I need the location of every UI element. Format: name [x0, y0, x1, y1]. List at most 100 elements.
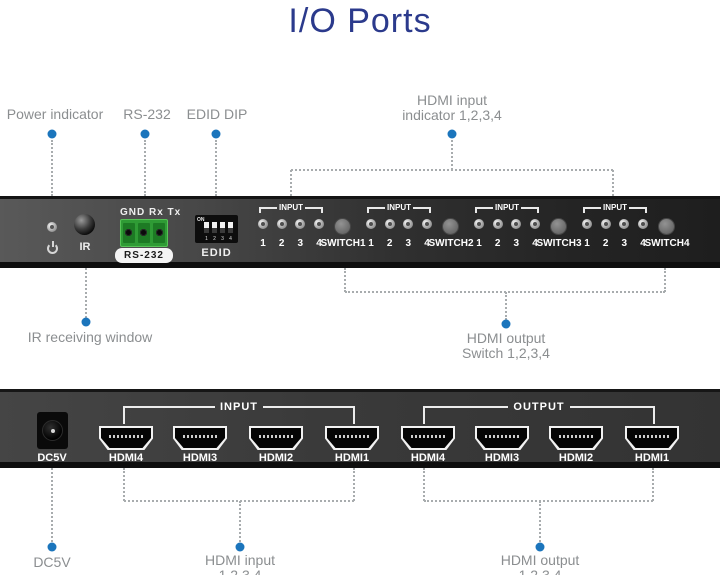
input-led-3 — [403, 219, 414, 229]
dip-number: 2 — [213, 236, 216, 242]
input-led-3 — [295, 219, 306, 229]
input-led-4 — [313, 219, 324, 229]
input-led-1 — [582, 219, 592, 229]
hdmi-output-port-2 — [549, 426, 603, 450]
power-indicator-led — [47, 222, 57, 232]
callout-line-edid — [215, 140, 217, 196]
rs232-badge: RS-232 — [115, 248, 173, 263]
input-led-1 — [474, 219, 484, 229]
switch2-button — [442, 218, 459, 235]
callout-line-hdmi-in-stem — [239, 501, 241, 542]
input-bracket-label: INPUT — [387, 203, 411, 212]
callout-line-dc5v — [51, 468, 53, 542]
callout-line-hdmi-out-left — [423, 468, 425, 501]
input-bracket-label: INPUT — [495, 203, 519, 212]
edid-dip-switch: ON 1 2 3 4 — [195, 215, 238, 243]
hdmi-input-port-4-label: HDMI4 — [108, 452, 144, 464]
hdmi-input-port-4 — [99, 426, 153, 450]
input-bracket: INPUT — [475, 203, 539, 213]
terminal-slot-rx — [137, 223, 150, 243]
switch4-button — [658, 218, 675, 235]
rear-output-label: OUTPUT — [513, 401, 565, 413]
dip-number: 4 — [229, 236, 232, 242]
input-switch-group-1: INPUT 1 2 3 4 SWITCH1 — [250, 199, 366, 268]
input-led-2 — [600, 219, 611, 229]
rear-output-bracket: OUTPUT — [423, 402, 656, 424]
callout-dot-hdmi-out — [535, 542, 545, 552]
edid-label: EDID — [201, 247, 232, 259]
input-bracket: INPUT — [583, 203, 647, 213]
input-led-row — [582, 219, 648, 229]
callout-line-indicator-left — [290, 170, 292, 196]
hdmi-output-port-4 — [401, 426, 455, 450]
hdmi-input-port-2-label: HDMI2 — [258, 452, 294, 464]
rear-panel: DC5V INPUT OUTPUT HDMI4 HDMI3 HDMI2 HDMI… — [0, 389, 720, 468]
rs232-terminal-block — [120, 219, 168, 247]
hdmi-input-port-3 — [173, 426, 227, 450]
page-title: I/O Ports — [288, 2, 432, 40]
callout-line-indicator-stem — [451, 140, 453, 170]
dip-switch-2 — [212, 222, 217, 233]
input-led-1 — [258, 219, 268, 229]
callout-rs232: RS-232 — [123, 106, 171, 122]
callout-line-hdmi-out-right — [652, 468, 654, 501]
input-led-row — [474, 219, 540, 229]
callout-power-indicator: Power indicator — [6, 106, 104, 122]
input-led-row — [366, 219, 432, 229]
input-led-3 — [511, 219, 522, 229]
front-panel: IR GND Rx Tx RS-232 ON 1 2 3 4 EDID INPU… — [0, 196, 720, 268]
callout-dot-hdmi-in — [235, 542, 245, 552]
input-bracket-label: INPUT — [603, 203, 627, 212]
hdmi-input-port-3-label: HDMI3 — [182, 452, 218, 464]
input-led-2 — [384, 219, 395, 229]
input-switch-group-3: INPUT 1 2 3 4 SWITCH3 — [466, 199, 582, 268]
switch1-button — [334, 218, 351, 235]
callout-line-indicator-span — [291, 169, 613, 171]
input-led-1 — [366, 219, 376, 229]
callout-dot-ir — [81, 317, 91, 327]
hdmi-input-port-1 — [325, 426, 379, 450]
switch3-button — [550, 218, 567, 235]
ir-label: IR — [79, 241, 91, 253]
rear-input-label: INPUT — [220, 401, 258, 413]
hdmi-output-port-4-label: HDMI4 — [410, 452, 446, 464]
callout-dot-rs232 — [140, 129, 150, 139]
power-icon — [47, 241, 58, 254]
callout-line-indicator-right — [612, 170, 614, 196]
input-led-4 — [529, 219, 540, 229]
callout-dc5v: DC5V — [33, 554, 71, 570]
input-led-numbers: 1 2 3 4 — [476, 238, 538, 249]
callout-hdmi-output-switch-line1: HDMI output — [466, 330, 546, 346]
input-led-row — [258, 219, 324, 229]
terminal-slot-gnd — [122, 223, 135, 243]
callout-dot-hdmi-input-indicator — [447, 129, 457, 139]
switch4-label: SWITCH4 — [644, 238, 690, 249]
rear-panel-bottom-bezel — [0, 462, 720, 468]
input-switch-group-2: INPUT 1 2 3 4 SWITCH2 — [358, 199, 474, 268]
callout-line-switch-left — [344, 268, 346, 292]
callout-hdmi-input-indicator-line1: HDMI input — [416, 92, 488, 108]
input-led-2 — [276, 219, 287, 229]
dip-on-label: ON — [197, 217, 205, 223]
callout-hdmi-input-line2: 1,2,3,4 — [218, 567, 262, 575]
callout-dot-power — [47, 129, 57, 139]
callout-line-hdmi-in-right — [353, 468, 355, 501]
switch1-label: SWITCH1 — [320, 238, 366, 249]
callout-line-hdmi-in-left — [123, 468, 125, 501]
switch3-label: SWITCH3 — [536, 238, 582, 249]
hdmi-output-port-2-label: HDMI2 — [558, 452, 594, 464]
callout-line-hdmi-out-span — [424, 500, 653, 502]
callout-edid-dip: EDID DIP — [186, 106, 248, 122]
dip-number: 3 — [221, 236, 224, 242]
dc-power-jack — [37, 412, 68, 449]
input-led-4 — [637, 219, 648, 229]
hdmi-input-port-2 — [249, 426, 303, 450]
callout-hdmi-output-line2: 1,2,3,4 — [518, 567, 562, 575]
input-led-numbers: 1 2 3 4 — [584, 238, 646, 249]
hdmi-input-port-1-label: HDMI1 — [334, 452, 370, 464]
callout-hdmi-input-line1: HDMI input — [204, 552, 276, 568]
dip-switch-4 — [228, 222, 233, 233]
input-led-numbers: 1 2 3 4 — [368, 238, 430, 249]
callout-line-rs232 — [144, 140, 146, 196]
